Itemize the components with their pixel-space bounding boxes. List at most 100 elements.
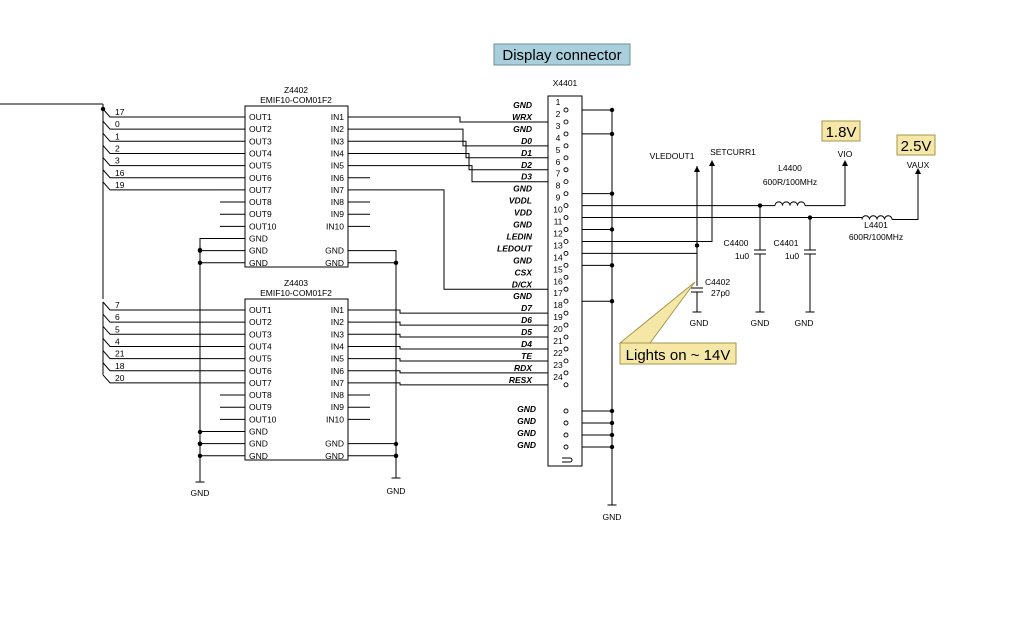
connector-pin-label: GND [513, 100, 532, 110]
connector-pin-number: 24 [553, 372, 563, 382]
pin-ring [563, 262, 569, 268]
parts [244, 43, 936, 467]
pin-ring [563, 420, 569, 426]
junction-dot [393, 441, 399, 447]
filter-pin-right: IN4 [331, 148, 345, 158]
l4400-ref: L4400 [778, 163, 802, 173]
connector-pin-number: 13 [553, 240, 563, 250]
c4401-ref: C4401 [773, 238, 798, 248]
connector-pin-label: GND [513, 124, 532, 134]
callout-lights: Lights on ~ 14V [626, 347, 731, 364]
gnd-label: GND [603, 512, 622, 522]
l4401-value: 600R/100MHz [849, 232, 903, 242]
l4400-value: 600R/100MHz [763, 177, 817, 187]
pin-ring [563, 334, 569, 340]
connector-extra-gnd-label: GND [517, 440, 536, 450]
bus-number: 4 [115, 336, 120, 346]
filter-pin-left: GND [249, 451, 268, 461]
arrow-icon [694, 166, 700, 172]
power-wire [892, 172, 919, 221]
bus-number: 19 [115, 180, 125, 190]
signal-wire [370, 140, 566, 159]
filter-pin-right: GND [325, 246, 344, 256]
connector-body [547, 95, 583, 467]
filter-pin-right: IN9 [331, 209, 345, 219]
title-box [493, 43, 631, 66]
filter-pin-left: GND [249, 439, 268, 449]
filter-pin-left: OUT1 [249, 112, 272, 122]
filter-pin-left: OUT4 [249, 341, 272, 351]
bus-number: 0 [115, 119, 120, 129]
signal-wire [370, 165, 566, 183]
gnd-label: GND [751, 318, 770, 328]
filter-pin-left: GND [249, 246, 268, 256]
signal-wire [370, 345, 566, 350]
c4402-value: 27p0 [711, 288, 730, 298]
connector-pin-label: GND [513, 220, 532, 230]
filter-pin-left: OUT6 [249, 173, 272, 183]
connector-extra-gnd-label: GND [517, 404, 536, 414]
arrow-icon [842, 160, 848, 166]
bus-number: 7 [115, 300, 120, 310]
filter-pin-left: GND [249, 234, 268, 244]
gnd-label: GND [690, 318, 709, 328]
bus-entry [102, 325, 220, 335]
inductor-coil [774, 201, 806, 206]
filter-body [244, 298, 349, 461]
filter-pin-right: IN5 [331, 354, 345, 364]
pin-ring [563, 107, 569, 113]
connector-pin-number: 4 [556, 133, 561, 143]
filter-pin-left: OUT8 [249, 197, 272, 207]
arrow-icon [709, 160, 715, 166]
connector-pin-number: 17 [553, 288, 563, 298]
pin-ring [563, 382, 569, 388]
bus-entry [102, 120, 220, 130]
filter-pin-left: OUT2 [249, 124, 272, 134]
filter-pin-right: IN1 [331, 305, 345, 315]
pin-ring [563, 131, 569, 137]
connector-pin-number: 3 [556, 121, 561, 131]
filter-part: EMIF10-COM01F2 [260, 288, 332, 298]
pin-ring [563, 119, 569, 125]
l4401-ref: L4401 [864, 220, 888, 230]
bus-entry [102, 374, 220, 384]
bus-number: 3 [115, 156, 120, 166]
connector-pin-label: CSX [515, 267, 534, 277]
bus-entry [102, 338, 220, 347]
pin-ring [563, 203, 569, 209]
callout-lights-box [619, 342, 737, 365]
connector-pin-number: 19 [553, 312, 563, 322]
signal-wire [370, 321, 566, 326]
bus-entry [102, 181, 220, 191]
connector-extra-gnd-label: GND [517, 428, 536, 438]
pin-ring [563, 298, 569, 304]
filter-pin-right: IN9 [331, 402, 345, 412]
filter-pin-right: IN7 [331, 185, 345, 195]
filter-body [244, 105, 349, 268]
filter-pin-right: GND [325, 439, 344, 449]
connector-pin-label: D3 [521, 172, 532, 182]
c4402-ref: C4402 [705, 277, 730, 287]
junction-dot [393, 453, 399, 459]
signal-wire [370, 333, 566, 338]
pin-ring [563, 238, 569, 244]
filter-pin-left: OUT1 [249, 305, 272, 315]
connector-pin-number: 20 [553, 324, 563, 334]
callout-pointer [618, 281, 696, 344]
filter-pin-right: IN3 [331, 329, 345, 339]
junction-dot [197, 441, 203, 447]
gnd-label: GND [387, 486, 406, 496]
filter-pin-left: OUT2 [249, 317, 272, 327]
filter-pin-right: GND [325, 451, 344, 461]
inductor-coil [861, 215, 893, 220]
connector-pin-label: RDX [514, 363, 533, 373]
connector-pin-number: 14 [553, 252, 563, 262]
bus-entry [102, 169, 220, 179]
connector-pin-label: D5 [521, 327, 532, 337]
pin-ring [563, 179, 569, 185]
callout-2v5: 2.5V [901, 138, 932, 155]
connector-pin-number: 18 [553, 300, 563, 310]
connector-pin-label: VDDL [509, 196, 532, 206]
